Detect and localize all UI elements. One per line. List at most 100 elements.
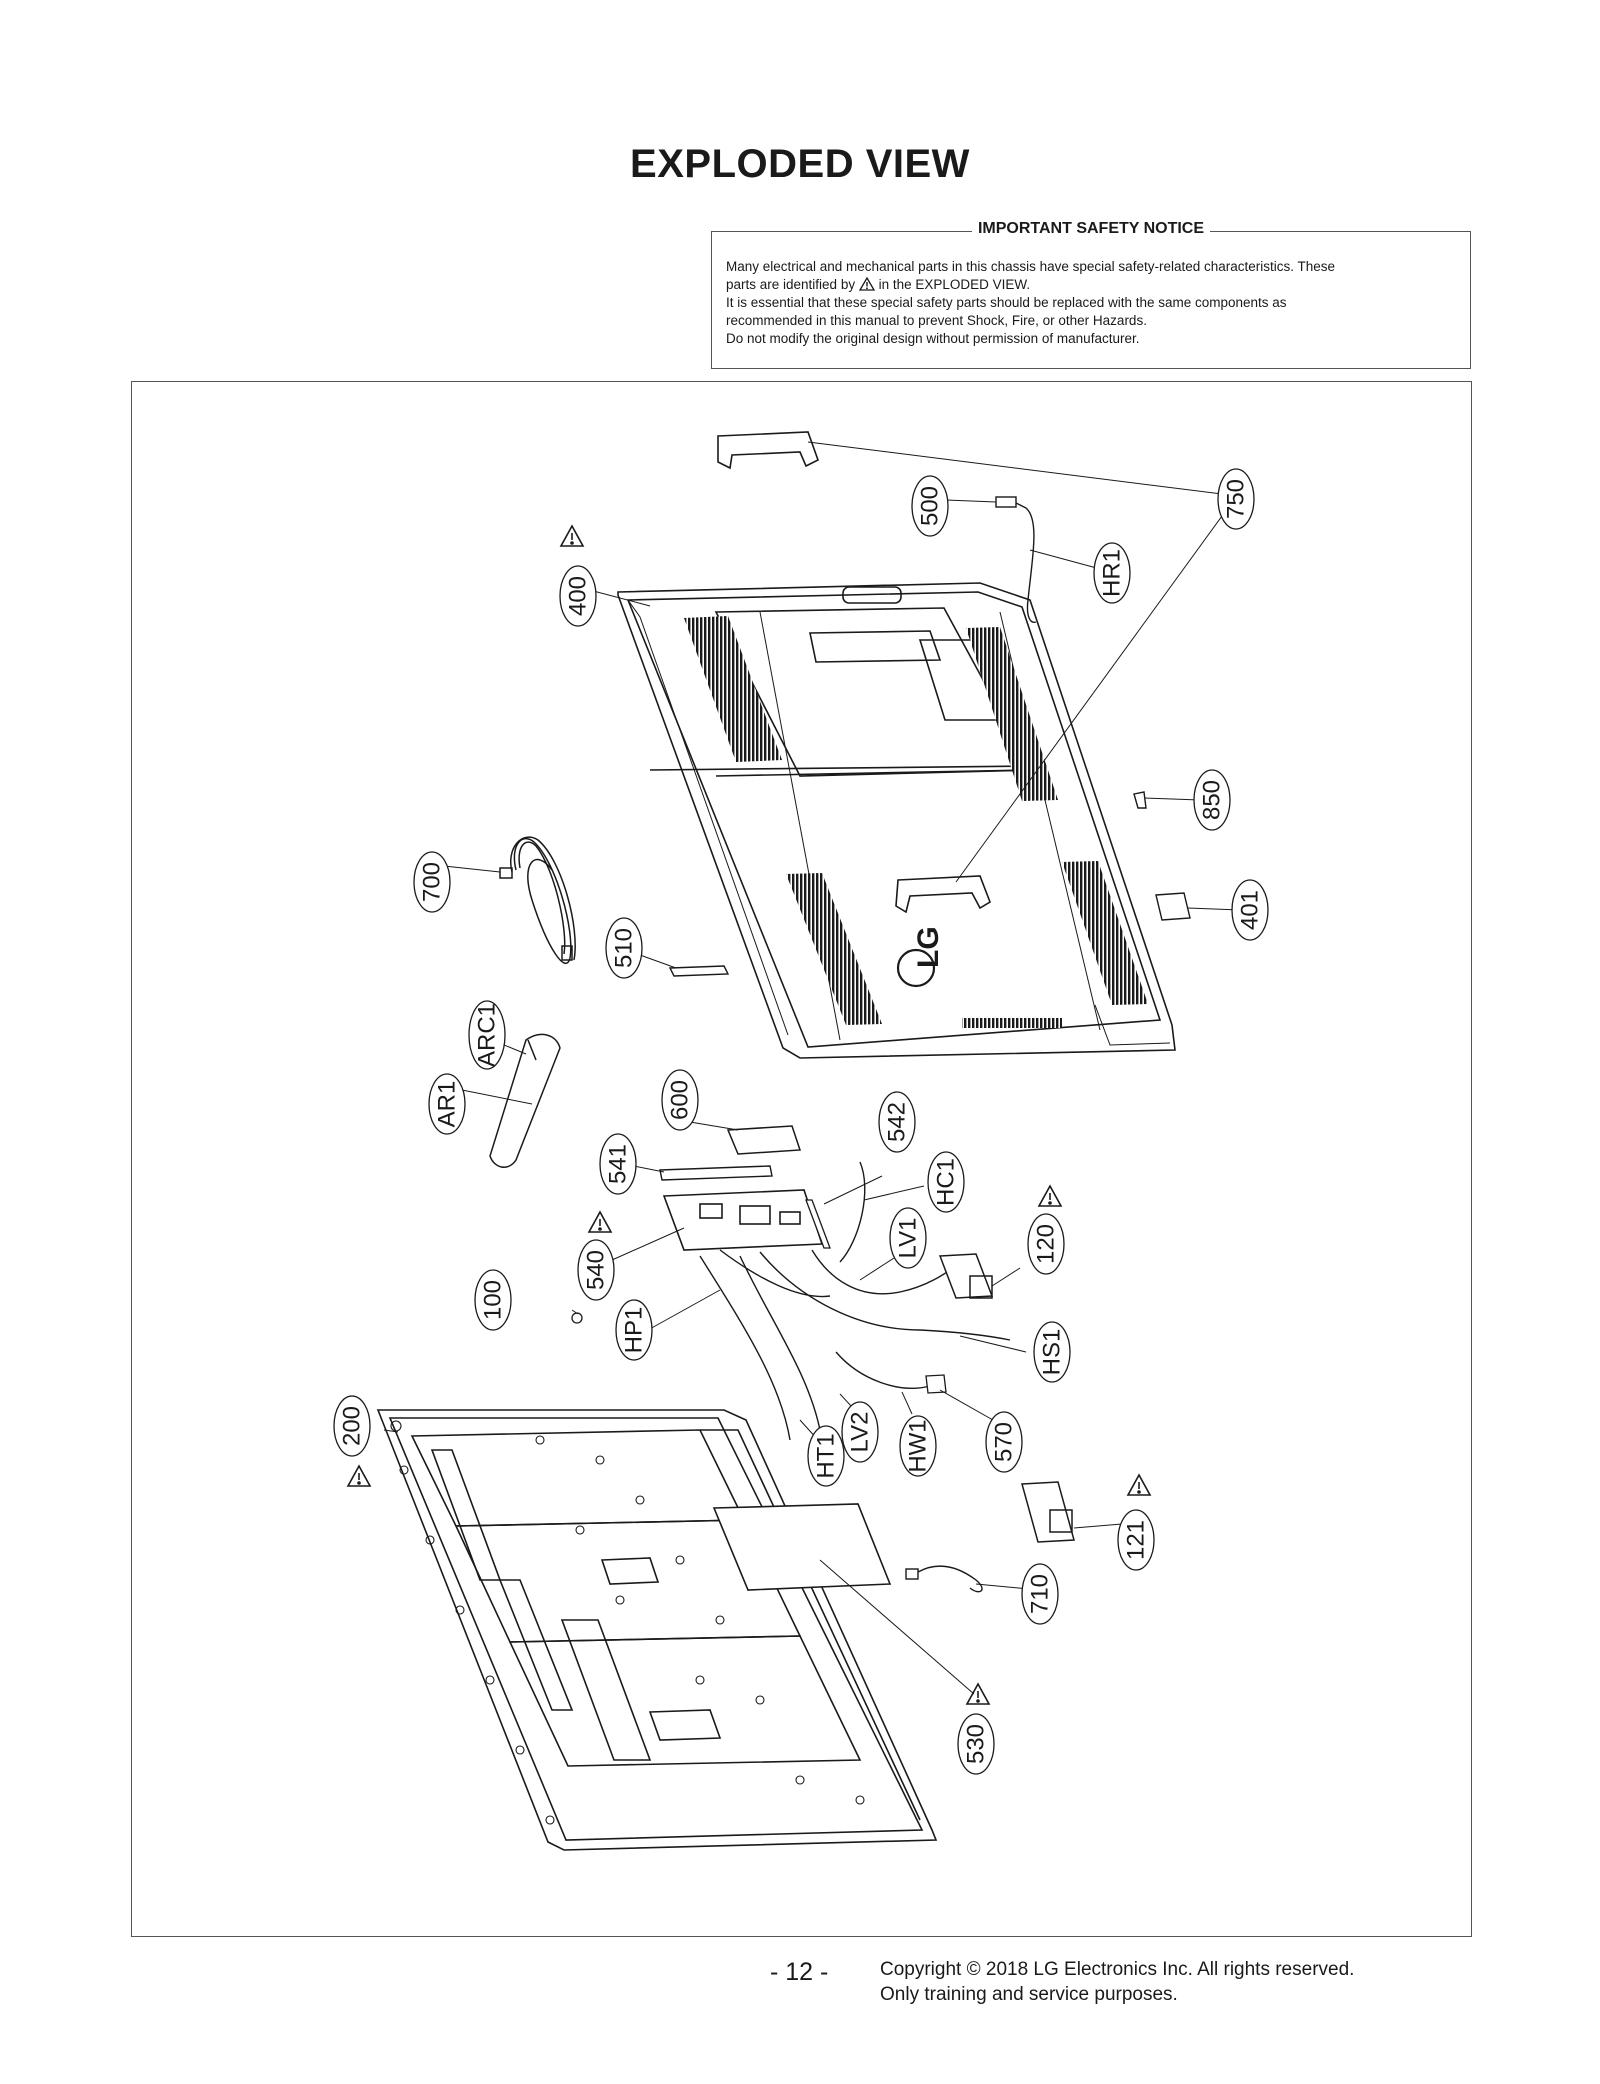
remote-part: [489, 1033, 561, 1168]
svg-text:AR1: AR1: [434, 1081, 461, 1128]
label-hr1: HR1: [1093, 542, 1131, 604]
copyright-line-1: Copyright © 2018 LG Electronics Inc. All…: [880, 1959, 1355, 1980]
notice-line-3: It is essential that these special safet…: [726, 295, 1287, 310]
safety-warning-icons: [346, 524, 1152, 1705]
warning-triangle-icon: [559, 524, 585, 547]
notice-line-4: recommended in this manual to prevent Sh…: [726, 313, 1147, 328]
svg-text:400: 400: [565, 576, 592, 616]
svg-text:540: 540: [583, 1250, 610, 1290]
label-ar1: AR1: [428, 1073, 466, 1135]
svg-text:LV2: LV2: [847, 1412, 874, 1453]
label-600: 600: [661, 1069, 699, 1131]
safety-notice-title: IMPORTANT SAFETY NOTICE: [971, 220, 1211, 237]
lg-logo: LG: [896, 926, 945, 988]
label-570: 570: [985, 1411, 1023, 1473]
chassis-screws: [390, 1420, 865, 1825]
label-100: 100: [474, 1269, 512, 1331]
label-750: 750: [1217, 468, 1255, 530]
warning-triangle-icon: [965, 1682, 991, 1705]
label-ht1: HT1: [807, 1425, 845, 1487]
label-120: 120: [1027, 1213, 1065, 1275]
svg-text:LG: LG: [912, 926, 945, 968]
bracket-121: [1021, 1481, 1075, 1543]
svg-text:ARC1: ARC1: [474, 1003, 501, 1067]
svg-text:401: 401: [1237, 890, 1264, 930]
label-hs1: HS1: [1033, 1321, 1071, 1383]
svg-text:600: 600: [667, 1080, 694, 1120]
label-200: 200: [333, 1395, 371, 1457]
label-542: 542: [878, 1091, 916, 1153]
label-lv1: LV1: [889, 1207, 927, 1269]
label-arc1: ARC1: [468, 1000, 506, 1070]
copyright-line-2: Only training and service purposes.: [880, 1984, 1178, 2005]
internal-cables: [699, 1161, 1011, 1441]
part-570: [925, 1374, 947, 1394]
leader-lines: [383, 441, 1241, 1695]
warning-triangle-icon: [587, 1210, 613, 1233]
svg-text:HS1: HS1: [1039, 1329, 1066, 1376]
svg-text:HR1: HR1: [1099, 549, 1126, 597]
panel-530: [712, 1503, 892, 1591]
page-title: EXPLODED VIEW: [630, 142, 970, 186]
part-850-clip: [1133, 791, 1147, 809]
label-700: 700: [413, 851, 451, 913]
svg-text:570: 570: [991, 1422, 1018, 1462]
svg-text:700: 700: [419, 862, 446, 902]
label-hc1: HC1: [927, 1151, 965, 1213]
board-541: [659, 1165, 773, 1181]
part-510-button: [668, 965, 730, 977]
main-board-540: [662, 1189, 824, 1251]
label-hw1: HW1: [899, 1415, 937, 1477]
label-500: 500: [911, 475, 949, 537]
vent-grilles: [684, 616, 1148, 1028]
power-cord-part: [499, 836, 576, 964]
safety-notice-body: Many electrical and mechanical parts in …: [726, 258, 1456, 348]
label-401: 401: [1231, 879, 1269, 941]
svg-text:510: 510: [611, 928, 638, 968]
label-540: 540: [577, 1239, 615, 1301]
svg-text:HC1: HC1: [933, 1158, 960, 1206]
label-hp1: HP1: [615, 1299, 653, 1361]
warning-triangle-icon: [1037, 1184, 1063, 1207]
handle-part: [717, 431, 819, 470]
svg-text:500: 500: [917, 486, 944, 526]
stand-bracket-on-cover: [895, 875, 991, 914]
diagram-frame: [131, 381, 1472, 1937]
label-400: 400: [559, 565, 597, 627]
svg-text:120: 120: [1033, 1224, 1060, 1264]
cable-710: [905, 1565, 983, 1593]
label-530: 530: [957, 1713, 995, 1775]
svg-text:541: 541: [605, 1144, 632, 1184]
notice-line-5: Do not modify the original design withou…: [726, 331, 1140, 346]
svg-text:710: 710: [1027, 1574, 1054, 1614]
label-710: 710: [1021, 1563, 1059, 1625]
notice-line-2: parts are identified by in the EXPLODED …: [726, 277, 1031, 292]
svg-text:850: 850: [1199, 780, 1226, 820]
safety-notice-box: IMPORTANT SAFETY NOTICE Many electrical …: [711, 220, 1471, 369]
warning-triangle-icon: [1126, 1473, 1152, 1496]
copyright-notice: Copyright © 2018 LG Electronics Inc. All…: [880, 1957, 1354, 2007]
page-number: - 12 -: [770, 1958, 829, 1986]
svg-text:121: 121: [1123, 1520, 1150, 1560]
svg-text:HP1: HP1: [621, 1307, 648, 1354]
part-labels: 500 750 HR1 400 850 700 510 401 ARC1 AR1…: [333, 468, 1269, 1775]
front-chassis-part: [376, 1409, 938, 1851]
svg-text:HT1: HT1: [813, 1433, 840, 1478]
warning-triangle-icon: [858, 277, 875, 291]
svg-text:100: 100: [480, 1280, 507, 1320]
svg-text:LV1: LV1: [895, 1218, 922, 1259]
svg-text:HW1: HW1: [905, 1419, 932, 1472]
notice-line-1: Many electrical and mechanical parts in …: [726, 259, 1336, 274]
label-850: 850: [1193, 769, 1231, 831]
label-510: 510: [605, 917, 643, 979]
label-lv2: LV2: [841, 1401, 879, 1463]
part-100-screw: [571, 1312, 583, 1324]
part-542: [805, 1199, 831, 1249]
label-121: 121: [1117, 1509, 1155, 1571]
svg-text:542: 542: [884, 1102, 911, 1142]
svg-text:200: 200: [339, 1406, 366, 1446]
svg-text:530: 530: [963, 1724, 990, 1764]
bracket-120: [938, 1253, 994, 1299]
warning-triangle-icon: [346, 1464, 372, 1487]
